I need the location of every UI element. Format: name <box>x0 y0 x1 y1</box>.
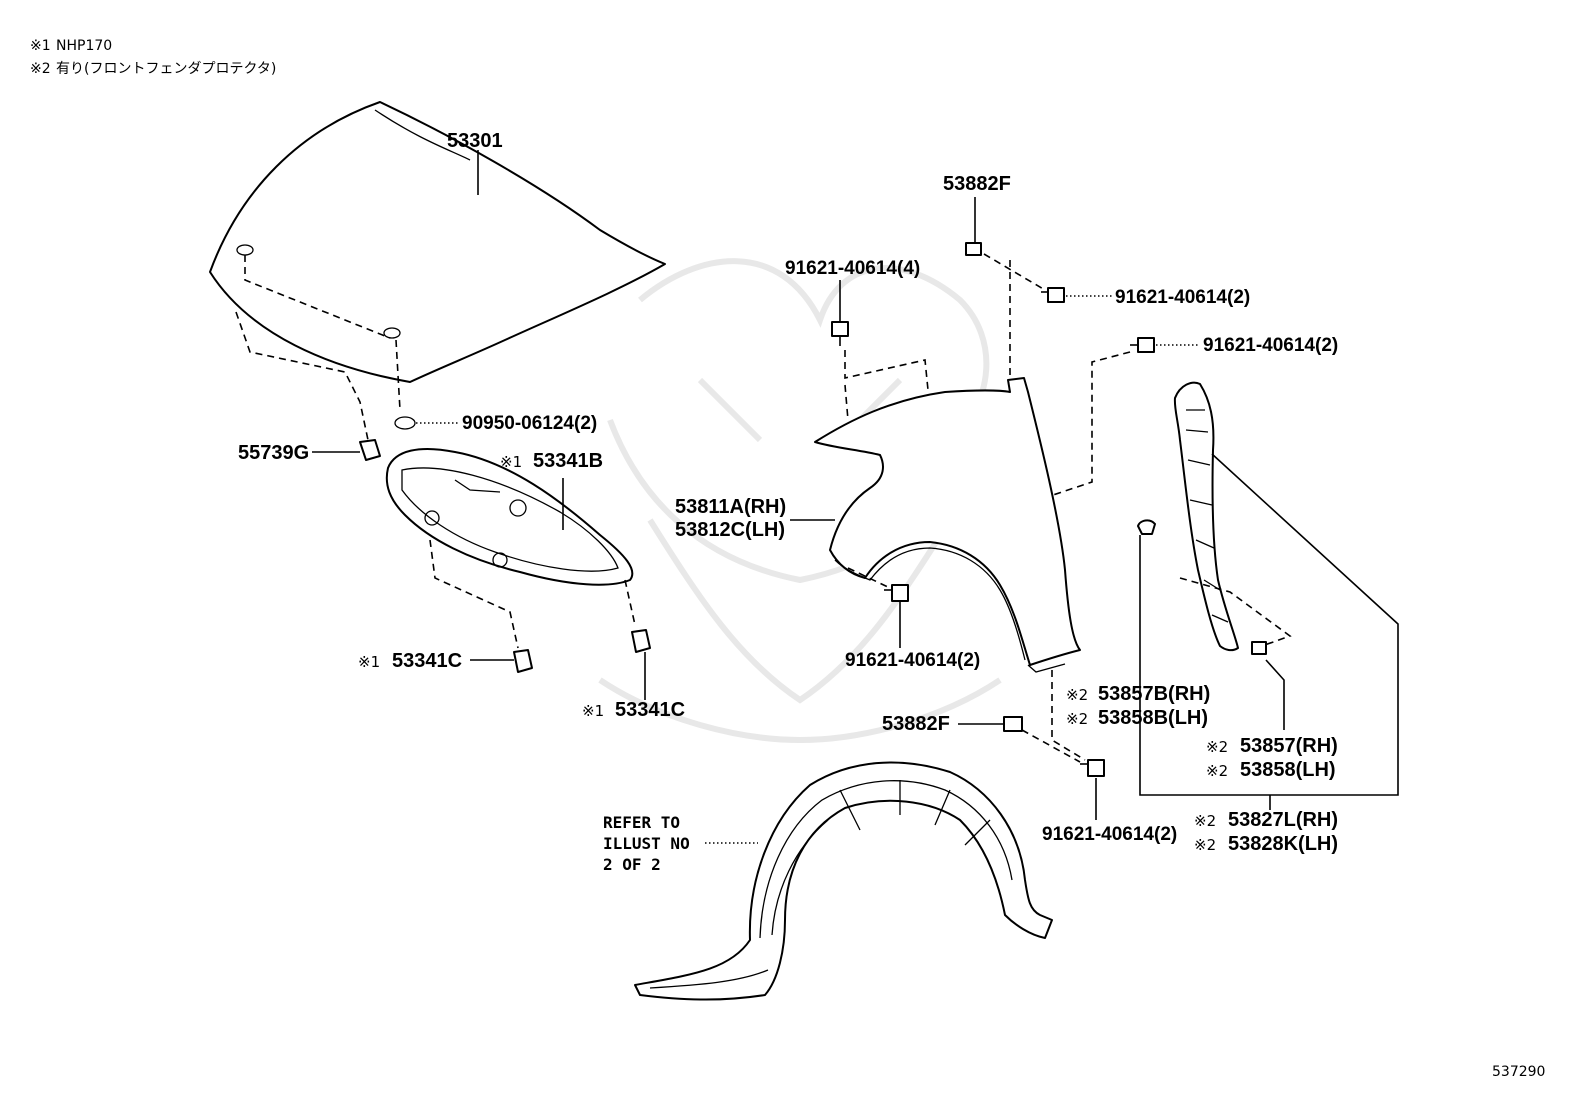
label-protector-rh-mark: ※2 <box>1206 738 1228 756</box>
label-refer-1: REFER TO <box>603 813 680 832</box>
notes: ※1 NHP170 ※2 有り(フロントフェンダプロテクタ) <box>30 38 276 77</box>
label-refer-2: ILLUST NO <box>603 834 690 853</box>
note-2-text: 有り(フロントフェンダプロテクタ) <box>56 61 276 77</box>
label-assy-rh: 53827L(RH) <box>1228 809 1338 831</box>
label-seal-rh-mark: ※2 <box>1066 686 1088 704</box>
diagram-id: 537290 <box>1492 1064 1545 1080</box>
bolt-icon <box>1080 759 1105 777</box>
fender-icon <box>814 377 1081 673</box>
label-bolt-top-right: 91621-40614(2) <box>1115 287 1250 308</box>
label-seal-lh: 53858B(LH) <box>1098 707 1208 729</box>
label-seal-rh: 53857B(RH) <box>1098 683 1210 705</box>
label-bolt-4: 91621-40614(4) <box>785 258 920 279</box>
label-fender-rh: 53811A(RH) <box>675 496 786 518</box>
clip-icon <box>359 439 381 461</box>
label-clip-55739g: 55739G <box>238 442 309 464</box>
insulator-icon <box>385 448 634 586</box>
hood-icon <box>209 101 666 383</box>
label-bolt-liner: 91621-40614(2) <box>1042 824 1177 845</box>
bolt-icon <box>884 584 909 602</box>
label-assy-rh-mark: ※2 <box>1194 812 1216 830</box>
bolt-icon <box>1041 287 1065 303</box>
note-1-mark: ※1 <box>30 38 51 54</box>
label-assy-lh-mark: ※2 <box>1194 836 1216 854</box>
bolt-icon <box>1130 337 1155 353</box>
note-1-text: NHP170 <box>56 38 112 54</box>
label-clip-left: 53341C <box>392 650 462 672</box>
clip-icon <box>631 629 651 653</box>
label-protector-lh-mark: ※2 <box>1206 762 1228 780</box>
grommet-icon <box>394 416 416 430</box>
label-bolt-fender-bottom: 91621-40614(2) <box>845 650 980 671</box>
fender-liner-icon <box>634 761 1053 1001</box>
label-seal-lh-mark: ※2 <box>1066 710 1088 728</box>
label-assy-lh: 53828K(LH) <box>1228 833 1338 855</box>
label-clip-left-mark: ※1 <box>358 653 380 671</box>
label-fender-lh: 53812C(LH) <box>675 519 785 541</box>
clip-icon <box>1137 519 1156 535</box>
label-refer-3: 2 OF 2 <box>603 855 661 874</box>
label-nut-top: 53882F <box>943 173 1011 195</box>
label-nut-lower: 53882F <box>882 713 950 735</box>
label-bolt-right: 91621-40614(2) <box>1203 335 1338 356</box>
label-protector-lh: 53858(LH) <box>1240 759 1336 781</box>
protector-icon <box>1173 381 1239 652</box>
label-clip-right: 53341C <box>615 699 685 721</box>
label-insulator: 53341B <box>533 450 603 472</box>
label-hood: 53301 <box>447 130 503 152</box>
note-2-mark: ※2 <box>30 61 51 77</box>
nut-icon <box>1003 716 1023 732</box>
nut-icon <box>965 242 982 256</box>
nut-icon <box>1251 641 1267 655</box>
bolt-icon <box>831 321 849 346</box>
clip-icon <box>513 649 533 673</box>
label-clip-right-mark: ※1 <box>582 702 604 720</box>
label-grommet: 90950-06124(2) <box>462 413 597 434</box>
label-protector-rh: 53857(RH) <box>1240 735 1338 757</box>
label-insulator-mark: ※1 <box>500 453 522 471</box>
